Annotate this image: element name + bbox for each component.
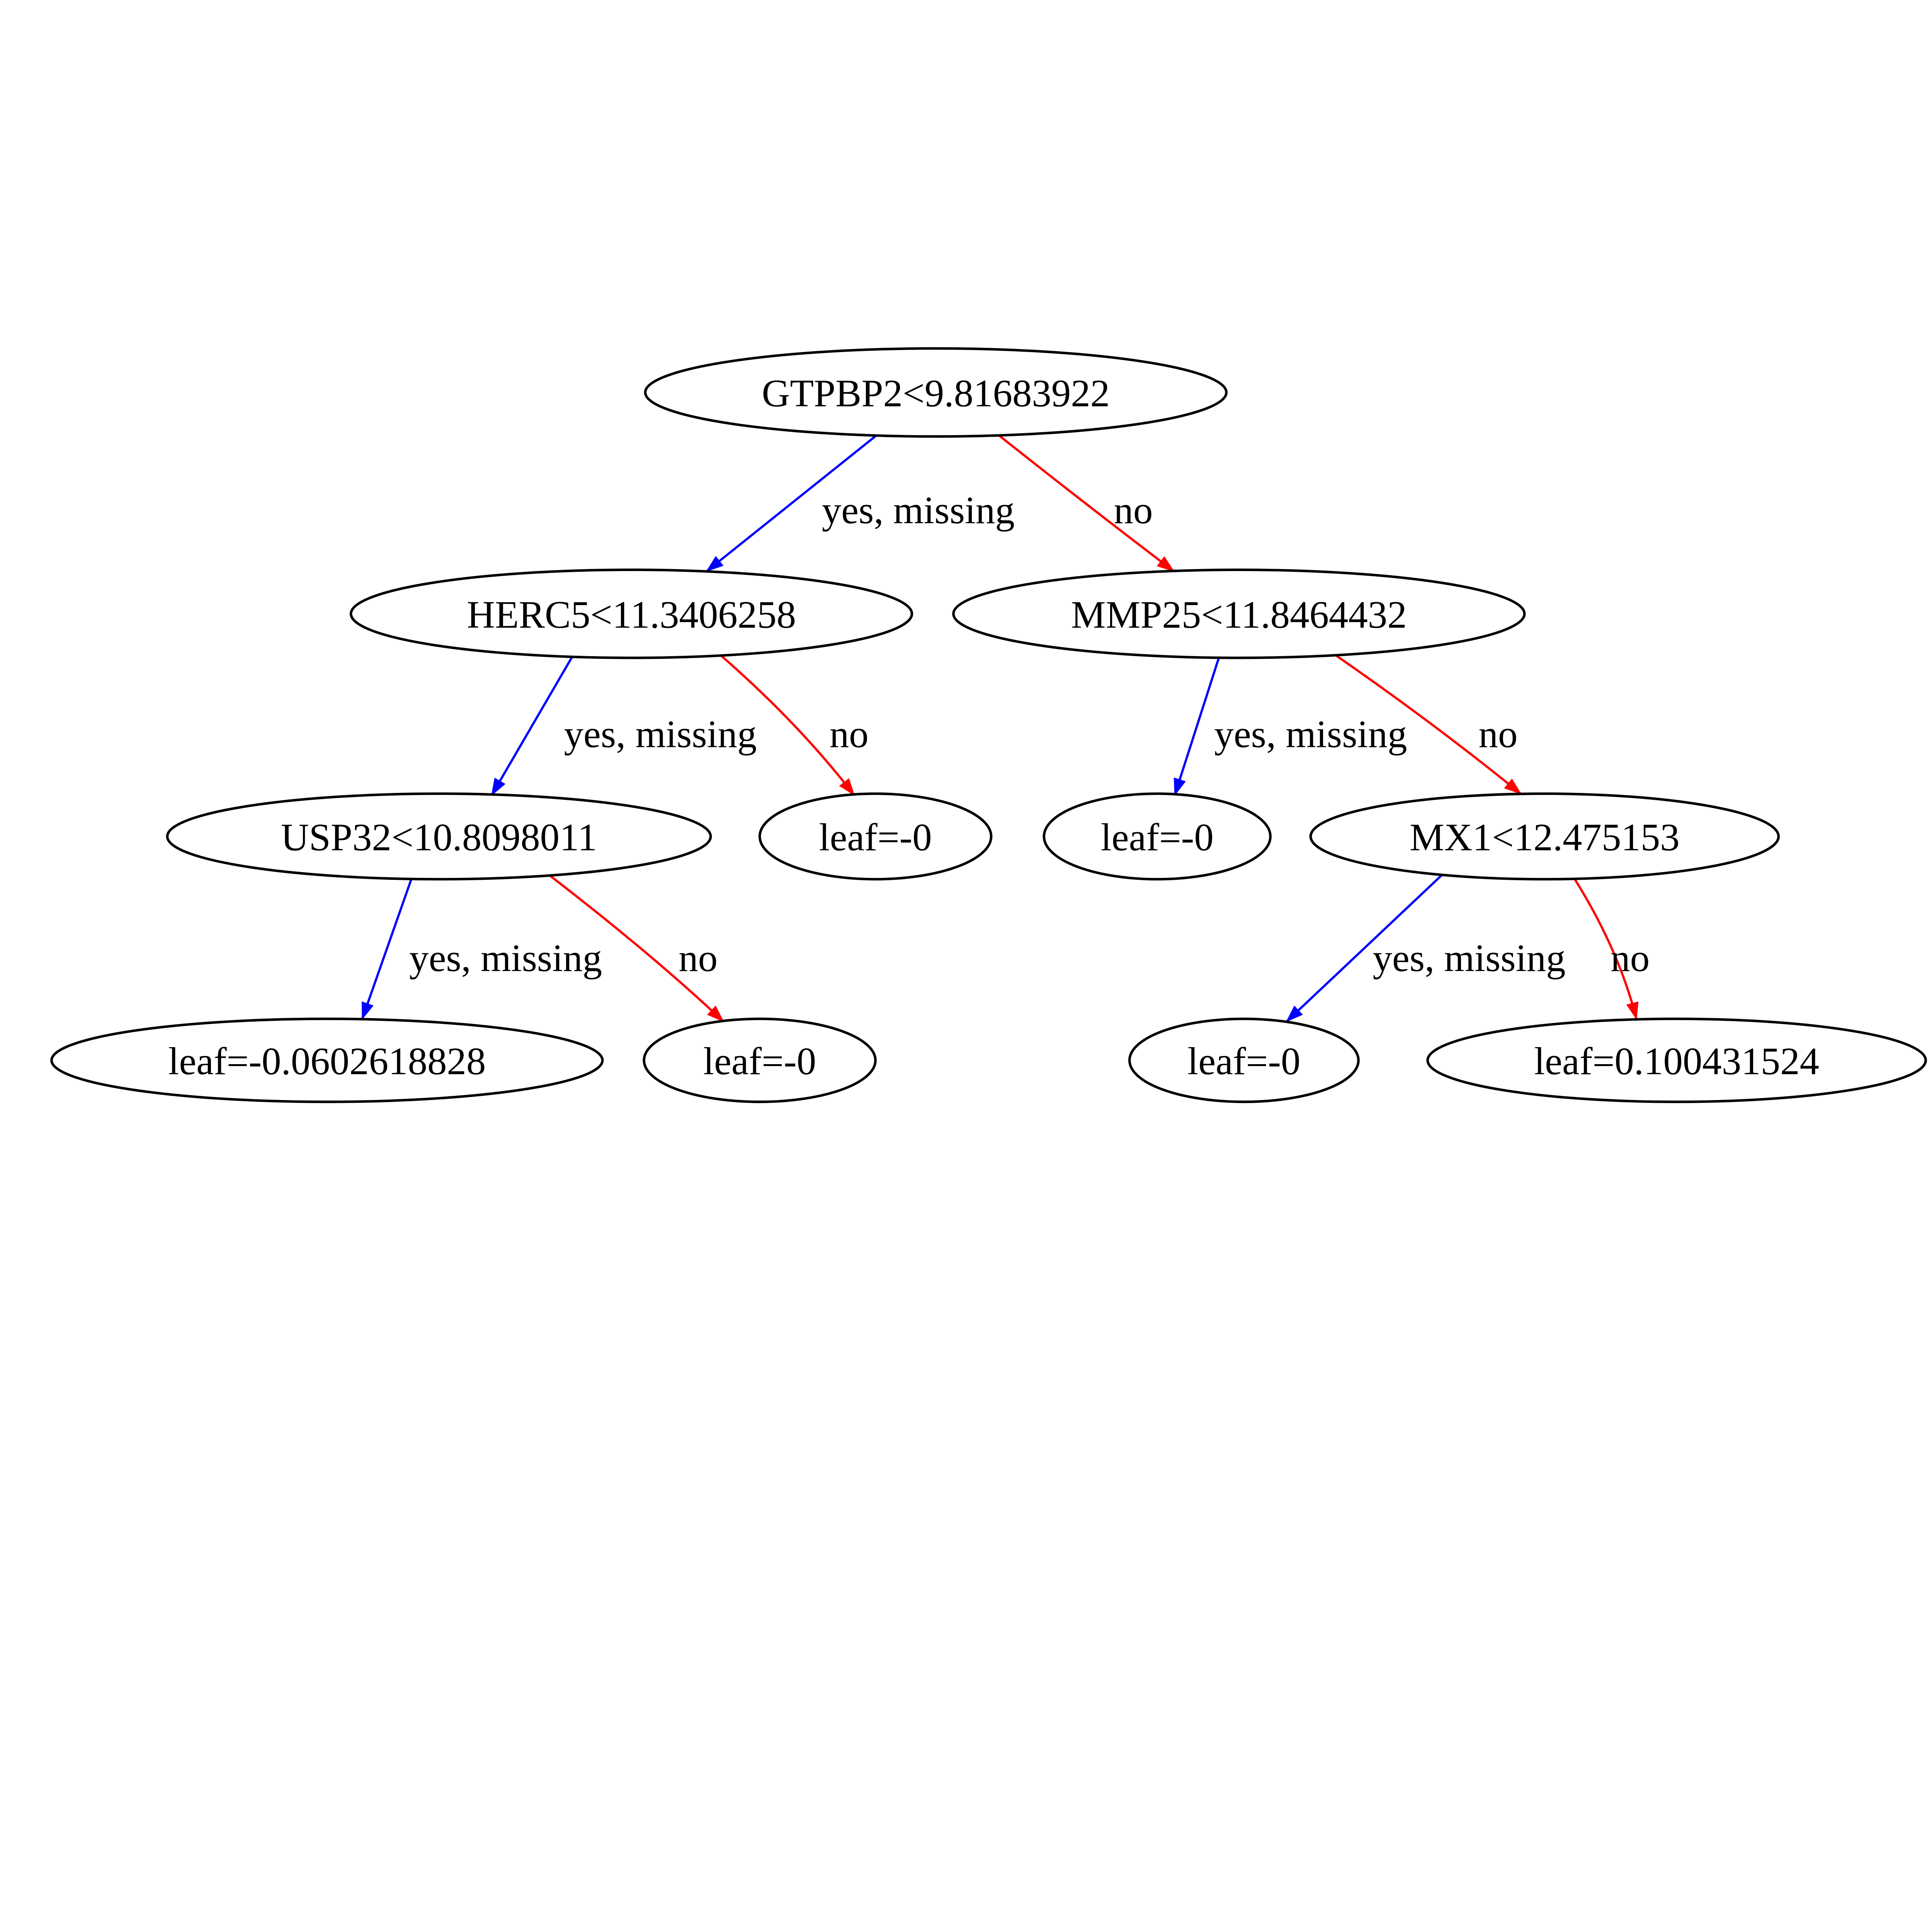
node-leaf-mmp25-yes: leaf=-0 xyxy=(1043,792,1272,881)
node-leaf-usp32-yes-ellipse xyxy=(50,1017,604,1103)
node-leaf-mmp25-yes-ellipse xyxy=(1043,792,1272,881)
edge-label-mx1-leaf-yes: yes, missing xyxy=(1373,936,1566,980)
node-root-ellipse xyxy=(644,347,1228,438)
node-herc5: HERC5<11.3406258 xyxy=(349,568,913,659)
node-leaf-mx1-no-ellipse xyxy=(1426,1017,1927,1103)
edge-usp32-leaf-no xyxy=(549,874,724,1022)
node-usp32: USP32<10.8098011 xyxy=(166,792,712,881)
node-leaf-mx1-yes: leaf=-0 xyxy=(1128,1017,1360,1103)
edge-label-root-herc5: yes, missing xyxy=(822,488,1015,532)
edge-label-herc5-leaf: no xyxy=(830,713,869,756)
node-herc5-ellipse xyxy=(349,568,913,659)
edge-mx1-leaf-no xyxy=(1574,878,1639,1020)
node-leaf-usp32-yes: leaf=-0.0602618828 xyxy=(50,1017,604,1103)
decision-tree-svg: yes, missing no yes, missing no yes, mis… xyxy=(50,347,1927,1103)
node-leaf-usp32-yes-label: leaf=-0.0602618828 xyxy=(168,1039,486,1083)
node-usp32-label: USP32<10.8098011 xyxy=(281,816,597,859)
edge-label-mmp25-leaf: yes, missing xyxy=(1214,713,1407,756)
edge-label-mmp25-mx1: no xyxy=(1479,713,1518,756)
node-mmp25: MMP25<11.8464432 xyxy=(952,568,1526,659)
edge-usp32-leaf-yes xyxy=(361,879,413,1020)
node-leaf-herc5-no-label: leaf=-0 xyxy=(819,816,932,859)
node-mmp25-label: MMP25<11.8464432 xyxy=(1071,593,1407,636)
edge-herc5-leaf-no xyxy=(720,654,855,796)
node-leaf-mx1-no: leaf=0.100431524 xyxy=(1426,1017,1927,1103)
node-leaf-usp32-no: leaf=-0 xyxy=(643,1017,877,1103)
edge-mmp25-leaf-yes xyxy=(1173,657,1220,796)
node-leaf-usp32-no-ellipse xyxy=(643,1017,877,1103)
edge-label-herc5-usp32: yes, missing xyxy=(564,713,757,756)
edge-mx1-leaf-yes xyxy=(1286,874,1442,1022)
edge-label-usp32-leaf-yes: yes, missing xyxy=(409,936,602,980)
edge-mmp25-mx1-no xyxy=(1335,654,1522,795)
node-root-label: GTPBP2<9.81683922 xyxy=(762,371,1110,415)
node-leaf-mmp25-yes-label: leaf=-0 xyxy=(1101,816,1214,859)
node-leaf-mx1-no-label: leaf=0.100431524 xyxy=(1534,1039,1819,1083)
node-leaf-mx1-yes-ellipse xyxy=(1128,1017,1360,1103)
edge-label-mx1-leaf-no: no xyxy=(1611,936,1650,980)
edge-label-root-mmp25: no xyxy=(1114,488,1153,532)
node-leaf-usp32-no-label: leaf=-0 xyxy=(703,1039,816,1083)
node-mx1-label: MX1<12.475153 xyxy=(1410,816,1680,859)
edge-root-mmp25-no xyxy=(998,434,1175,572)
node-usp32-ellipse xyxy=(166,792,712,881)
edge-herc5-usp32-yes xyxy=(491,656,573,796)
node-mmp25-ellipse xyxy=(952,568,1526,659)
edge-label-usp32-leaf-no: no xyxy=(679,936,718,980)
node-leaf-herc5-no: leaf=-0 xyxy=(758,792,993,881)
node-mx1-ellipse xyxy=(1309,792,1780,881)
node-root: GTPBP2<9.81683922 xyxy=(644,347,1228,438)
node-herc5-label: HERC5<11.3406258 xyxy=(467,593,796,636)
edge-root-herc5-yes xyxy=(706,434,878,572)
node-leaf-mx1-yes-label: leaf=-0 xyxy=(1187,1039,1300,1083)
node-mx1: MX1<12.475153 xyxy=(1309,792,1780,881)
node-leaf-herc5-no-ellipse xyxy=(758,792,993,881)
decision-tree-canvas: yes, missing no yes, missing no yes, mis… xyxy=(50,347,1927,1103)
